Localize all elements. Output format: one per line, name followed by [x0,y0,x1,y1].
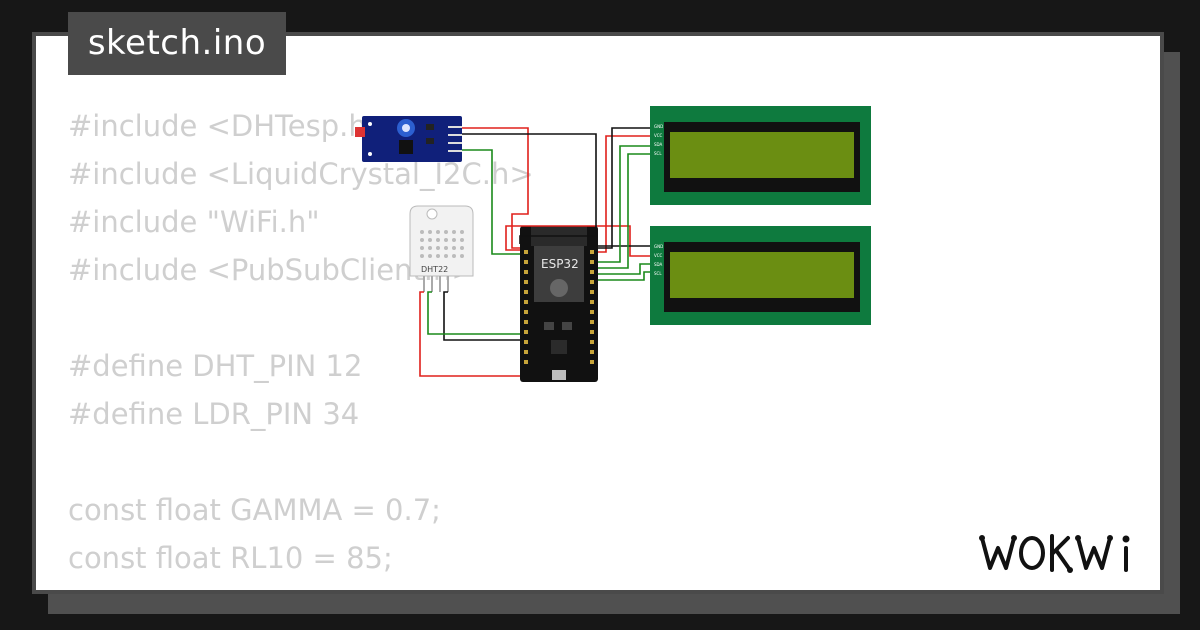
lcd-pin-label: VCC [654,253,663,258]
wire-lcd2-vcc[interactable] [505,225,650,257]
wire-ldr-ao[interactable] [462,149,520,255]
lcd-pin-label: SCL [654,151,662,156]
lcd-pin-label: VCC [654,133,663,138]
code-line: #define DHT_PIN 12 [68,349,363,383]
code-line: #include "WiFi.h" [68,205,320,239]
wire-lcd1-gnd[interactable] [598,127,650,249]
code-line: #include <DHTesp.h> [68,109,392,143]
wiring [419,127,650,377]
esp32-label: ESP32 [541,257,579,271]
dht22-label: DHT22 [421,265,448,274]
wire-lcd2-sda[interactable] [598,263,650,275]
ldr-module[interactable] [355,116,462,162]
wire-dht-gnd[interactable] [443,291,520,341]
esp32-board[interactable]: ESP32 [520,226,598,382]
wire-lcd1-sda[interactable] [598,145,650,263]
dht22-sensor[interactable]: DHT22 [409,205,474,292]
code-line: const float RL10 = 85; [68,541,393,575]
code-line: #define LDR_PIN 34 [68,397,360,431]
file-tab[interactable]: sketch.ino [68,12,286,75]
wire-ldr-gnd[interactable] [462,133,597,244]
code-line: #include <LiquidCrystal_I2C.h> [68,157,534,191]
wire-dht-data[interactable] [427,291,520,335]
lcd-pin-label: GND [654,244,663,249]
lcd-display-top[interactable]: GND VCC SDA SCL [650,106,871,205]
wire-lcd1-vcc[interactable] [598,135,650,253]
wire-lcd2-scl[interactable] [598,271,650,281]
lcd-display-bottom[interactable]: GND VCC SDA SCL [650,226,871,325]
lcd-pin-label: SDA [654,262,663,267]
code-line: const float GAMMA = 0.7; [68,493,441,527]
wire-dht-vcc[interactable] [419,291,520,377]
wire-ldr-vcc[interactable] [462,127,529,249]
lcd-pin-label: SCL [654,271,662,276]
wire-lcd1-scl[interactable] [598,153,650,269]
lcd-pin-label: GND [654,124,663,129]
code-listing: #include <DHTesp.h> #include <LiquidCryst… [68,102,534,582]
wokwi-logo [979,534,1130,573]
lcd-pin-label: SDA [654,142,663,147]
